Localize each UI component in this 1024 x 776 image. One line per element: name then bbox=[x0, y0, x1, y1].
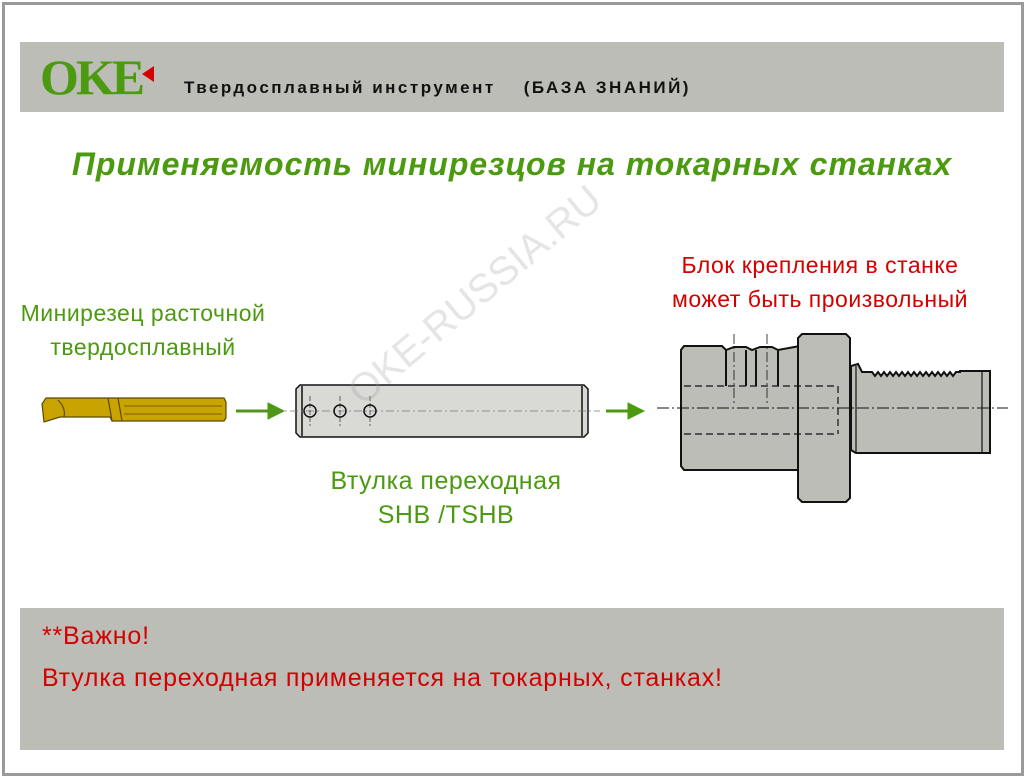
logo: OKE bbox=[40, 49, 145, 105]
holder-block-drawing bbox=[657, 333, 1008, 503]
logo-mark-icon bbox=[142, 66, 154, 82]
block-label-line1: Блок крепления в станке bbox=[681, 252, 959, 278]
adapter-sleeve-drawing bbox=[242, 384, 600, 438]
arrow-icon bbox=[606, 402, 646, 420]
subtitle-text: Твердосплавный инструмент bbox=[184, 78, 496, 97]
note-text: Втулка переходная применяется на токарны… bbox=[42, 664, 723, 692]
page-title: Применяемость минирезцов на токарных ста… bbox=[71, 146, 953, 182]
sleeve-label-line2: SHB /TSHB bbox=[377, 501, 515, 529]
cutter-label-line1: Минирезец расточной bbox=[20, 300, 266, 326]
block-label-line2: может быть произвольный bbox=[672, 286, 968, 312]
note-heading: **Важно! bbox=[42, 622, 150, 650]
sleeve-label: Втулка переходная SHB /TSHB bbox=[296, 464, 596, 532]
sleeve-label-line1: Втулка переходная bbox=[330, 467, 562, 495]
block-label: Блок крепления в станке может быть произ… bbox=[634, 248, 1006, 316]
header-subtitle: Твердосплавный инструмент (БАЗА ЗНАНИЙ) bbox=[184, 78, 691, 98]
header-band: OKE Твердосплавный инструмент (БАЗА ЗНАНИ… bbox=[20, 42, 1004, 112]
note-band: **Важно! Втулка переходная применяется н… bbox=[20, 608, 1004, 750]
cutter-label: Минирезец расточной твердосплавный bbox=[8, 296, 278, 364]
mini-cutter-drawing bbox=[41, 397, 227, 423]
cutter-label-line2: твердосплавный bbox=[50, 334, 236, 360]
subtitle-tag: (БАЗА ЗНАНИЙ) bbox=[523, 78, 691, 97]
